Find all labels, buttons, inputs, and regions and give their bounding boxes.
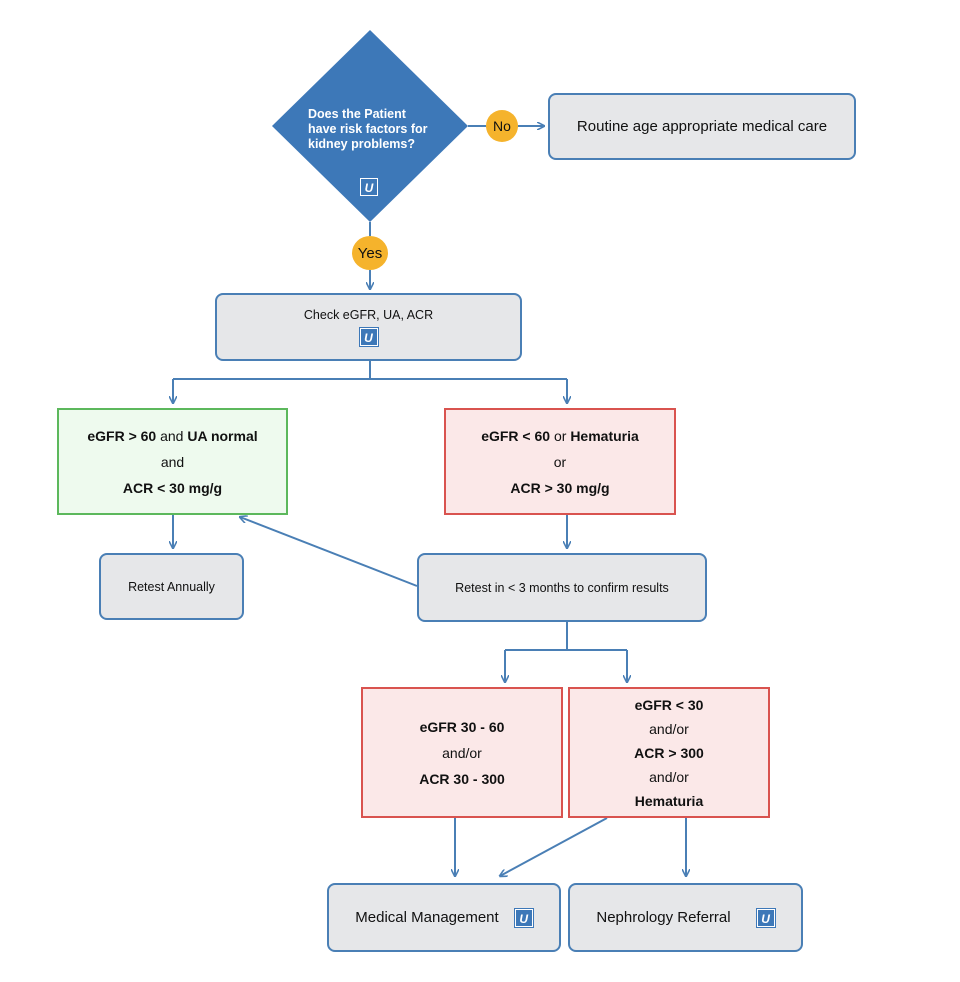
normal-conj: and	[156, 427, 188, 444]
retest-confirm-box: Retest in < 3 months to confirm results	[417, 553, 707, 622]
u-badge-icon[interactable]: U	[358, 327, 379, 347]
medical-management-label: Medical Management	[355, 909, 499, 926]
severe-hematuria: Hematuria	[634, 792, 704, 809]
medical-management-box: Medical Management U	[327, 883, 561, 952]
decision-question-line1: Does the Patient	[308, 107, 406, 121]
normal-line1: eGFR > 60 and UA normal	[87, 423, 257, 449]
routine-care-label: Routine age appropriate medical care	[576, 118, 828, 135]
decision-diamond	[272, 30, 468, 222]
normal-ua: UA normal	[187, 427, 258, 444]
decision-question-line3: kidney problems?	[308, 137, 415, 151]
decision-question: Does the Patient have risk factors for k…	[308, 107, 458, 152]
check-box: Check eGFR, UA, ACR U	[215, 293, 522, 361]
routine-care-box: Routine age appropriate medical care	[548, 93, 856, 160]
severe-andor-2: and/or	[649, 768, 689, 785]
moderate-acr: ACR 30 - 300	[419, 770, 505, 787]
decision-badge[interactable]: U	[359, 177, 379, 197]
no-pill: No	[486, 110, 518, 142]
nephrology-referral-box: Nephrology Referral U	[568, 883, 803, 952]
severe-andor-1: and/or	[649, 720, 689, 737]
decision-question-line2: have risk factors for	[308, 122, 428, 136]
moderate-andor: and/or	[442, 744, 482, 761]
abnormal-line2: or	[553, 453, 567, 470]
retest-annually-label: Retest Annually	[128, 579, 215, 594]
u-badge-icon[interactable]: U	[513, 907, 534, 928]
u-badge-icon[interactable]: U	[359, 177, 379, 197]
severe-acr: ACR > 300	[634, 744, 704, 761]
retest-annually-box: Retest Annually	[99, 553, 244, 620]
check-label: Check eGFR, UA, ACR	[303, 308, 434, 322]
retest-to-normal	[240, 517, 418, 587]
severe-results-box: eGFR < 30 and/or ACR > 300 and/or Hematu…	[568, 687, 770, 818]
moderate-egfr: eGFR 30 - 60	[419, 718, 505, 735]
abnormal-line1: eGFR < 60 or Hematuria	[481, 423, 639, 449]
retest-confirm-label: Retest in < 3 months to confirm results	[455, 580, 669, 595]
abnormal-conj: or	[550, 427, 571, 444]
yes-pill: Yes	[352, 236, 388, 270]
normal-egfr: eGFR > 60	[87, 427, 157, 444]
moderate-results-box: eGFR 30 - 60 and/or ACR 30 - 300	[361, 687, 563, 818]
u-badge-icon[interactable]: U	[755, 907, 776, 928]
abnormal-results-box: eGFR < 60 or Hematuria or ACR > 30 mg/g	[444, 408, 676, 515]
abnormal-acr: ACR > 30 mg/g	[510, 479, 610, 496]
severe-to-management	[500, 817, 608, 876]
abnormal-egfr: eGFR < 60	[481, 427, 551, 444]
normal-line2: and	[160, 453, 185, 470]
nephrology-referral-label: Nephrology Referral	[596, 909, 731, 926]
normal-results-box: eGFR > 60 and UA normal and ACR < 30 mg/…	[57, 408, 288, 515]
abnormal-hematuria: Hematuria	[570, 427, 639, 444]
normal-acr: ACR < 30 mg/g	[122, 479, 223, 496]
severe-egfr: eGFR < 30	[634, 696, 704, 713]
